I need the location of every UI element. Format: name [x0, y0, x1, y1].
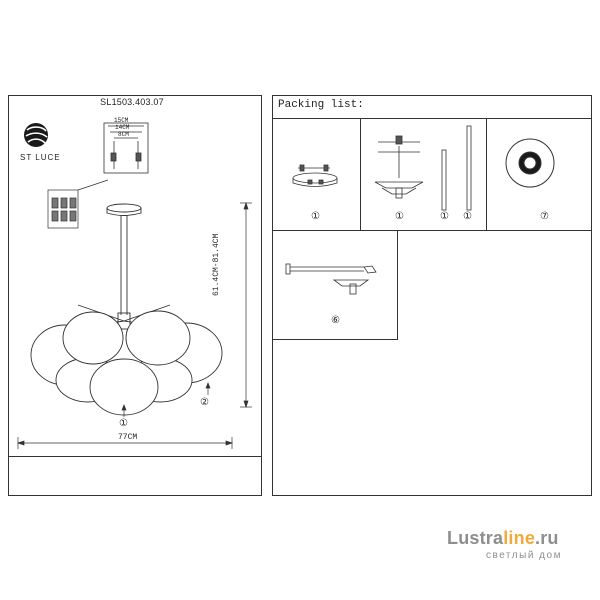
callout-main-one: ① — [119, 418, 128, 429]
glass-shades — [30, 310, 223, 416]
pack-canopy-plate — [292, 164, 338, 187]
width-dimension-label: 77CM — [118, 433, 138, 442]
callout-main-two: ② — [200, 397, 209, 408]
pack-body — [374, 135, 424, 199]
canopy-detail — [103, 122, 149, 174]
packing-list-drawings — [285, 125, 555, 295]
canopy-dim-14: 14CM — [115, 124, 130, 131]
pack-callout-rod-2: ① — [463, 211, 472, 222]
pack-callout-canopy: ① — [311, 211, 320, 222]
packing-col-divider-2 — [486, 118, 487, 230]
hardware-detail — [47, 179, 109, 229]
watermark-accent: line — [503, 528, 536, 548]
packing-list-title: Packing list: — [278, 99, 364, 111]
height-dimension-label: 61.4CM-81.4CM — [212, 233, 221, 296]
watermark-suffix: .ru — [535, 528, 559, 548]
width-dimension — [16, 437, 234, 449]
pack-callout-body: ① — [395, 211, 404, 222]
pack-callout-rod-1: ① — [440, 211, 449, 222]
packing-cell-six-bottom-border — [272, 339, 398, 340]
canopy-dim-15: 15CM — [114, 117, 129, 124]
left-footer-frame — [8, 456, 262, 496]
watermark-logo: Lustraline.ru — [447, 528, 559, 549]
watermark-prefix: Lustra — [447, 528, 504, 548]
pack-ring — [505, 138, 555, 188]
right-panel-frame — [272, 95, 592, 496]
pack-callout-ring: ⑦ — [540, 211, 549, 222]
callout-arrows — [121, 382, 211, 417]
watermark-subtitle: светлый дом — [486, 550, 562, 561]
packing-cell-six-right-border — [397, 230, 398, 340]
brand-name: ST LUCE — [20, 153, 61, 162]
pack-callout-arm: ⑥ — [331, 315, 340, 326]
packing-col-divider-1 — [360, 118, 361, 230]
packing-title-divider — [272, 118, 592, 119]
st-luce-logo — [24, 123, 48, 147]
canopy-dim-8: 8CM — [118, 131, 129, 138]
height-dimension — [240, 201, 252, 409]
model-code: SL1503.403.07 — [100, 97, 164, 107]
chandelier-drawing — [16, 122, 252, 449]
pack-arm — [285, 263, 377, 295]
canopy-and-stem — [106, 203, 142, 330]
packing-row-divider — [272, 230, 592, 231]
pack-rods — [441, 125, 472, 211]
